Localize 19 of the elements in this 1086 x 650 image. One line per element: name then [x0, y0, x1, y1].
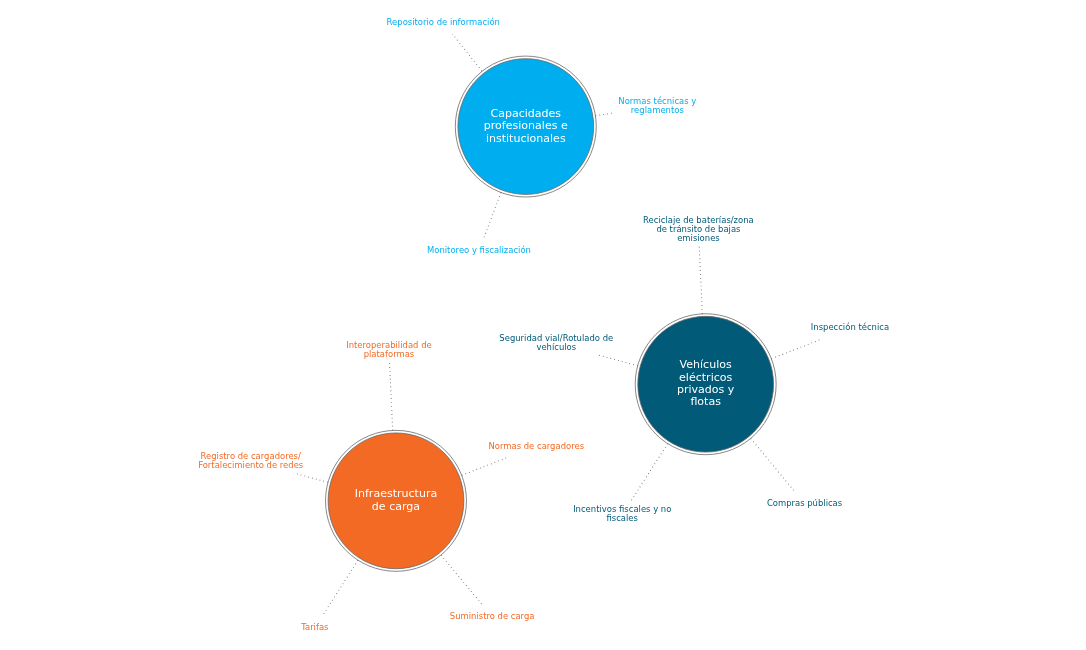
node-text: Monitoreo y fiscalización [426, 245, 531, 256]
node-text: Normas técnicas y reglamentos [617, 95, 696, 115]
node-text: Reciclaje de baterías/zona de tránsito de bajas emisiones [642, 214, 754, 243]
connector [388, 361, 393, 431]
node-text: Suministro de carga [449, 610, 534, 621]
node-text: Repositorio de información [386, 16, 500, 27]
connector [440, 554, 483, 606]
connector [770, 339, 820, 360]
node-text: Interoperabilidad de plataformas [345, 340, 432, 360]
node-text: Inspección técnica [810, 322, 889, 333]
node-text: Incentivos fiscales y no fiscales [572, 504, 671, 524]
node-text: Tarifas [300, 621, 328, 632]
node-text: Seguridad vial/Rotulado de vehículos [498, 333, 613, 353]
connector [482, 192, 501, 240]
node-text: Registro de cargadores/ Fortalecimiento de redes [197, 450, 303, 471]
node-text: Compras públicas [766, 497, 842, 508]
connector [698, 245, 703, 315]
node-text: Normas de cargadores [488, 440, 584, 451]
connector [749, 438, 795, 493]
